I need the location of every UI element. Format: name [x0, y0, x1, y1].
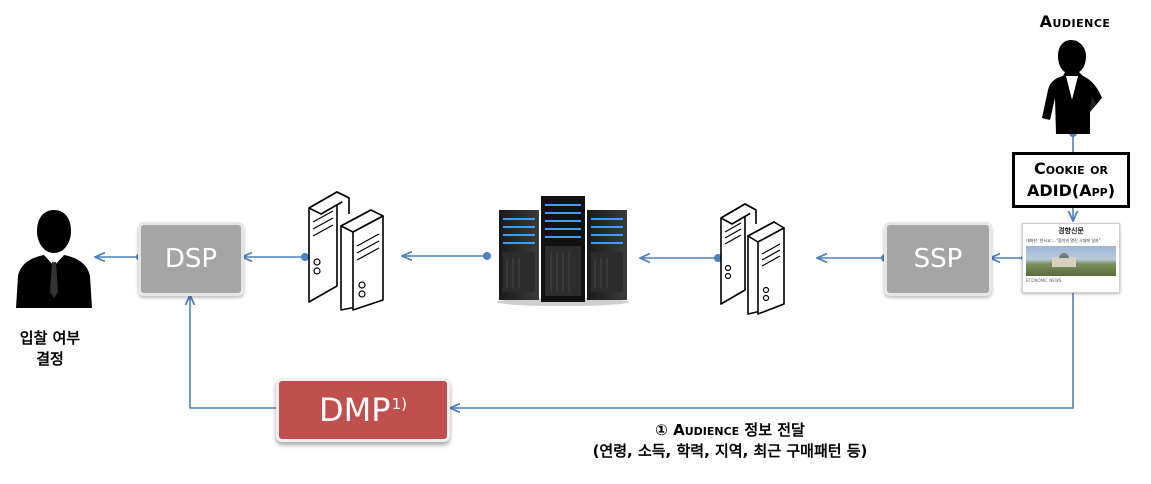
- info-line1: ① Audience 정보 전달: [655, 421, 805, 439]
- cookie-line2: ADID(App): [1026, 181, 1116, 200]
- audience-woman-icon: [1042, 40, 1102, 134]
- bidder-man-icon: [16, 210, 92, 308]
- ssp-node: SSP: [884, 222, 992, 296]
- bid-decision-line1: 입찰 여부: [19, 329, 81, 347]
- newspaper-masthead: 경향신문: [1058, 226, 1084, 235]
- dot: [301, 253, 309, 261]
- dot: [714, 254, 722, 262]
- arrow-dmp-dsp: [190, 295, 276, 409]
- arrow-newspaper-dmp: [450, 292, 1074, 408]
- audience-info-caption: ① Audience 정보 전달 (연령, 소득, 학력, 지역, 최근 구매패…: [520, 420, 940, 462]
- newspaper-headline: 대화한 ‘친서교’…“협치의 열린 시대에 일과”: [1026, 238, 1101, 243]
- cookie-adid-box: Cookie or ADID(App): [1012, 152, 1130, 208]
- bid-decision-caption: 입찰 여부 결정: [0, 328, 100, 370]
- dot: [483, 252, 491, 260]
- server-icon-dsp-side: [308, 191, 384, 311]
- newspaper-photo: [1026, 246, 1116, 276]
- ssp-label: SSP: [913, 244, 963, 274]
- bid-decision-line2: 결정: [36, 350, 64, 368]
- dsp-node: DSP: [138, 222, 244, 296]
- dmp-footnote: 1): [391, 395, 407, 413]
- cookie-line1: Cookie or: [1034, 159, 1108, 178]
- ad-exchange-servers-icon: [497, 196, 629, 306]
- newspaper-thumbnail: 경향신문 대화한 ‘친서교’…“협치의 열린 시대에 일과” ECONOMIC …: [1022, 223, 1120, 293]
- dsp-label: DSP: [164, 244, 218, 274]
- newspaper-footer: ECONOMIC NEWS: [1026, 278, 1062, 283]
- audience-label: Audience: [1039, 12, 1111, 31]
- info-line2: (연령, 소득, 학력, 지역, 최근 구매패턴 등): [592, 442, 868, 460]
- dmp-label: DMP: [319, 391, 391, 429]
- server-icon-ssp-side: [720, 203, 785, 315]
